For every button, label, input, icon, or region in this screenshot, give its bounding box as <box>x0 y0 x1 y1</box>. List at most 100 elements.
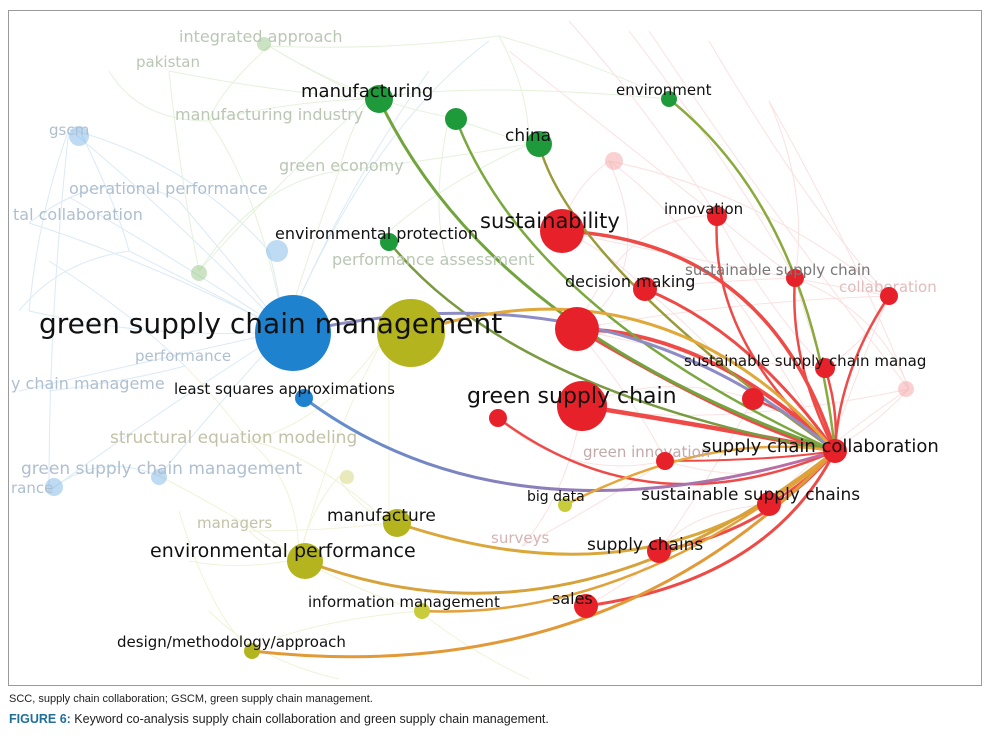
label-sustainability: sustainability <box>480 209 620 233</box>
link-ssc-scc <box>793 276 837 453</box>
label-gscm-abbr: gscm <box>49 121 89 139</box>
node-china[interactable] <box>526 131 552 157</box>
label-ssc: sustainable supply chain <box>685 261 871 279</box>
node-yellow-a <box>340 470 354 484</box>
label-mfg-industry: manufacturing industry <box>175 105 363 124</box>
link-info-scc <box>420 449 837 613</box>
label-op-perf: operational performance <box>69 179 268 198</box>
node-red-faded-2 <box>898 381 914 397</box>
node-red-489[interactable] <box>489 409 507 427</box>
label-green-economy: green economy <box>279 156 404 175</box>
faded-nodes <box>45 37 914 496</box>
label-gscm-main: green supply chain management <box>39 307 502 340</box>
faded-labels: integrated approach pakistan manufacturi… <box>11 27 937 547</box>
label-env-protection: environmental protection <box>275 224 478 243</box>
node-green-top <box>257 37 271 51</box>
node-manufacture[interactable] <box>383 509 411 537</box>
node-lsa[interactable] <box>295 389 313 407</box>
node-red-hub[interactable] <box>555 307 599 351</box>
node-red-744[interactable] <box>742 388 764 410</box>
node-sales[interactable] <box>574 594 598 618</box>
link-decision-scc <box>643 287 837 453</box>
node-env-protection[interactable] <box>380 233 398 251</box>
link-lsa-scc <box>302 396 837 492</box>
label-lsa: least squares approximations <box>174 380 395 398</box>
label-manufacturing: manufacturing <box>301 81 433 102</box>
label-rance: rance <box>11 479 53 497</box>
label-big-data: big data <box>527 489 585 505</box>
link-447-scc <box>454 117 837 453</box>
node-green-sc[interactable] <box>557 381 607 431</box>
keyword-network: integrated approach pakistan manufacturi… <box>11 20 939 680</box>
label-decision-making: decision making <box>565 272 695 291</box>
background-link-mesh <box>18 20 910 680</box>
node-green-447[interactable] <box>445 108 467 130</box>
link-envprot-scc <box>387 240 837 453</box>
figure-text: Keyword co-analysis supply chain collabo… <box>70 712 549 726</box>
node-environment[interactable] <box>661 91 677 107</box>
caption-abbreviations: SCC, supply chain collaboration; GSCM, g… <box>9 693 373 705</box>
node-perf-blue <box>266 240 288 262</box>
node-red-faded-1 <box>605 152 623 170</box>
node-ssc[interactable] <box>786 269 804 287</box>
node-red-656[interactable] <box>656 452 674 470</box>
label-pakistan: pakistan <box>136 53 200 71</box>
figure-caption: FIGURE 6: Keyword co-analysis supply cha… <box>9 712 549 726</box>
label-sales: sales <box>552 589 593 608</box>
label-sscm: sustainable supply chain manag <box>684 352 926 370</box>
node-sustainability[interactable] <box>540 209 584 253</box>
label-sem: structural equation modeling <box>110 428 357 448</box>
node-manufacturing[interactable] <box>365 85 393 113</box>
label-green-innovation: green innovation <box>583 443 710 461</box>
link-yhub-scc <box>409 307 837 453</box>
link-env-scc <box>667 97 837 453</box>
label-managers: managers <box>197 514 272 532</box>
node-supply-chains[interactable] <box>647 539 671 563</box>
label-surveys: surveys <box>491 529 549 547</box>
node-info-mgmt[interactable] <box>414 603 430 619</box>
link-bigdata-scc <box>563 445 837 507</box>
link-sustainability-scc <box>560 229 837 453</box>
label-innovation: innovation <box>664 200 743 218</box>
node-gscm-main[interactable] <box>255 295 331 371</box>
label-info-mgmt: information management <box>308 593 500 611</box>
nodes <box>244 85 898 659</box>
node-collaboration[interactable] <box>880 287 898 305</box>
label-perf-assess: performance assessment <box>332 250 534 269</box>
label-performance: performance <box>135 347 231 365</box>
figure-frame: integrated approach pakistan manufacturi… <box>8 10 982 686</box>
node-sscs[interactable] <box>757 492 781 516</box>
label-tal-collab: tal collaboration <box>13 205 143 224</box>
node-design[interactable] <box>244 643 260 659</box>
link-489-scc <box>496 416 837 486</box>
node-yellow-hub[interactable] <box>377 299 445 367</box>
node-innovation[interactable] <box>707 206 727 226</box>
label-y-chain: y chain manageme <box>11 374 165 393</box>
label-sscs: sustainable supply chains <box>641 485 860 505</box>
node-rance <box>45 478 63 496</box>
label-environment: environment <box>616 81 712 99</box>
scc-links <box>250 97 891 659</box>
label-env-performance: environmental performance <box>150 540 416 562</box>
label-supply-chains: supply chains <box>587 535 703 555</box>
label-gscm-2: green supply chain management <box>21 459 303 479</box>
node-sscm[interactable] <box>815 358 835 378</box>
label-collaboration: collaboration <box>839 278 937 296</box>
link-656-scc <box>664 450 836 462</box>
label-green-sc: green supply chain <box>467 384 677 409</box>
node-env-performance[interactable] <box>287 543 323 579</box>
node-decision-making[interactable] <box>633 277 657 301</box>
label-manufacture: manufacture <box>327 506 436 526</box>
figure-label: FIGURE 6: <box>9 712 71 726</box>
node-blue-ext <box>151 469 167 485</box>
label-scc: supply chain collaboration <box>702 436 939 457</box>
node-gscm-abbr <box>69 126 89 146</box>
node-scc[interactable] <box>823 439 847 463</box>
node-big-data[interactable] <box>558 498 572 512</box>
node-green-a <box>191 265 207 281</box>
node-labels: green supply chain management supply cha… <box>39 81 939 651</box>
link-mfg-scc <box>377 97 837 453</box>
label-china: china <box>505 126 551 146</box>
label-design: design/methodology/approach <box>117 633 346 651</box>
label-integrated: integrated approach <box>179 27 342 46</box>
